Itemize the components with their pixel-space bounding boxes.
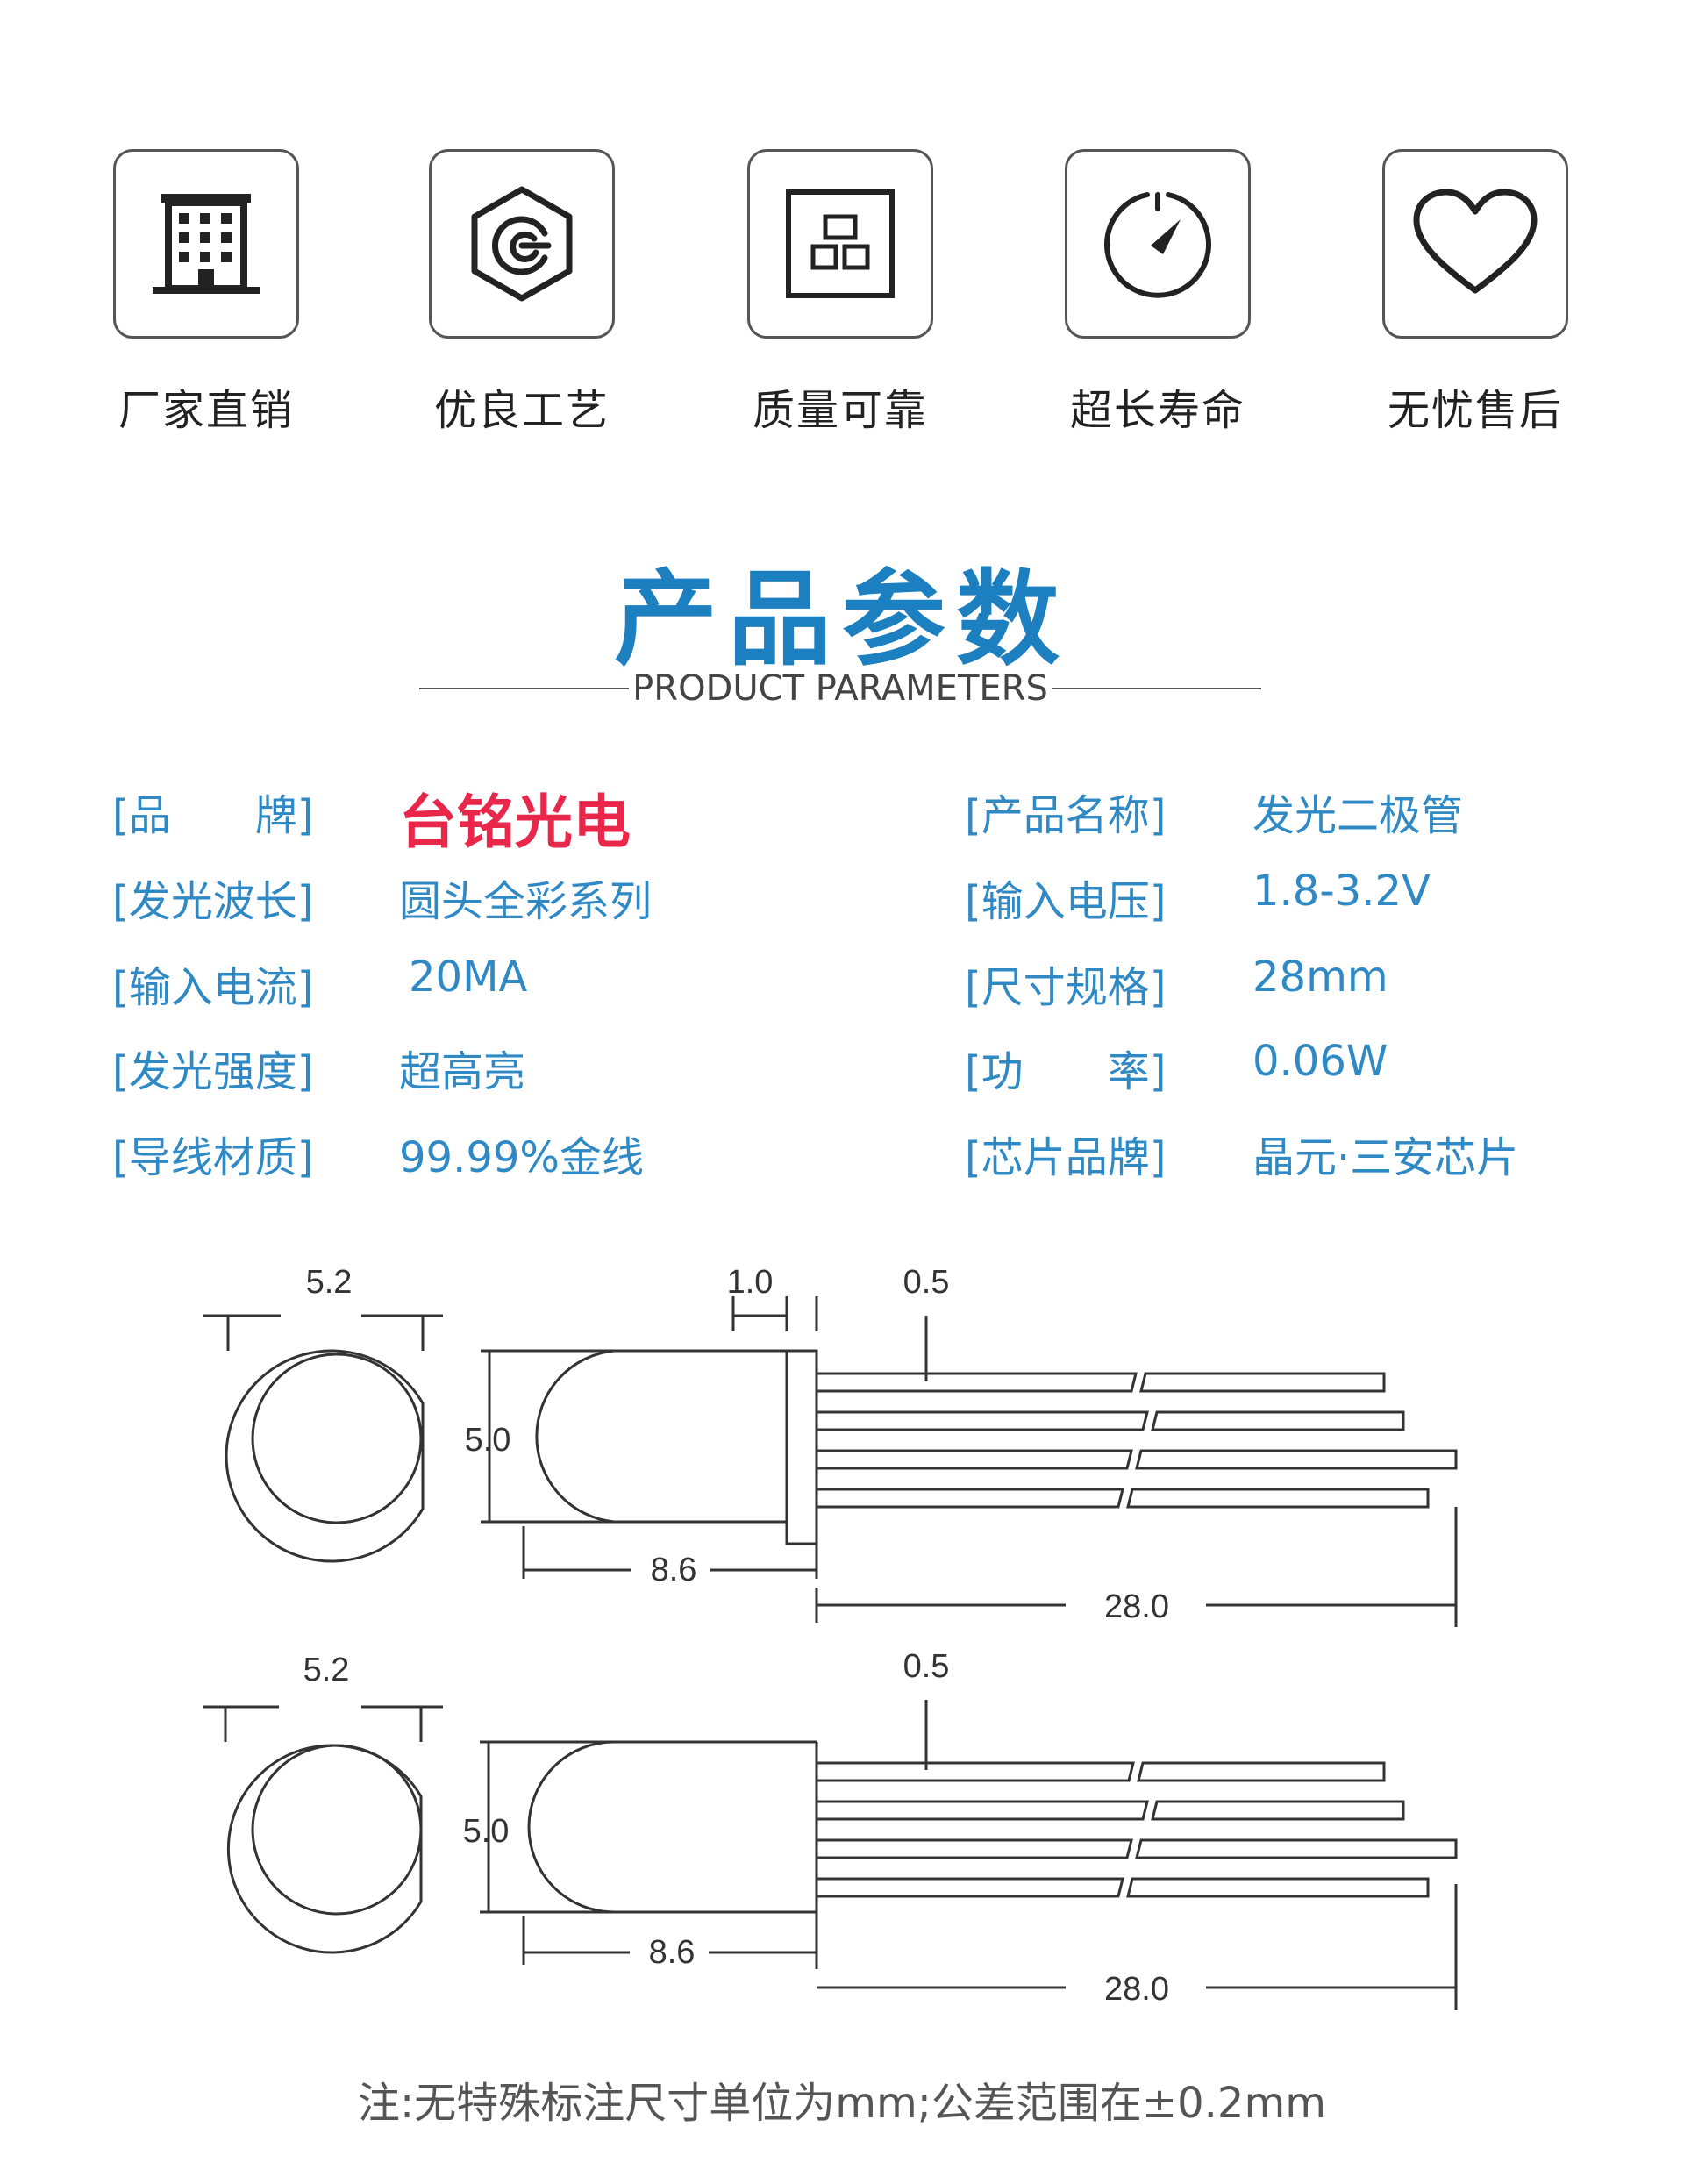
param-value: 超高亮 [399, 1047, 526, 1096]
led-front-view-2 [203, 1705, 443, 1954]
subtitle-text: PRODUCT PARAMETERS [632, 668, 1048, 709]
section-subtitle: PRODUCT PARAMETERS [419, 668, 1262, 709]
feature-label: 质量可靠 [752, 386, 928, 435]
feature-label: 优良工艺 [433, 386, 610, 435]
param-key: [品 牌] [112, 791, 314, 840]
dim-flange: 1.0 [727, 1264, 774, 1301]
param-key: [导线材质] [112, 1133, 314, 1182]
product-box-icon [786, 189, 895, 298]
dim-lead-width: 0.5 [903, 1264, 950, 1301]
feature-icon-box [113, 149, 299, 339]
feature-label: 无忧售后 [1387, 386, 1563, 435]
feature-icon-box [747, 149, 933, 339]
param-value-brand: 台铭光电 [399, 789, 631, 856]
dim-height: 5.0 [463, 1813, 510, 1850]
dim-body-length: 8.6 [651, 1552, 697, 1588]
footnote: 注:无特殊标注尺寸单位为mm;公差范围在±0.2mm [358, 2079, 1326, 2128]
param-value: 晶元·三安芯片 [1252, 1133, 1519, 1182]
param-value: 99.99%金线 [399, 1133, 645, 1182]
param-key: [产品名称] [965, 791, 1167, 840]
param-key: [功 率] [965, 1047, 1167, 1096]
feature-craftsmanship: 优良工艺 [425, 149, 618, 437]
dim-diameter: 5.2 [306, 1264, 353, 1301]
led-front-view-1 [203, 1314, 443, 1563]
dim-lead-length: 28.0 [1104, 1971, 1169, 2008]
led-side-view-1 [481, 1296, 1458, 1627]
param-key: [芯片品牌] [965, 1133, 1167, 1182]
building-icon [153, 194, 260, 294]
dim-lead-width: 0.5 [903, 1648, 950, 1685]
feature-long-life: 超长寿命 [1061, 149, 1254, 437]
feature-label: 厂家直销 [118, 386, 294, 435]
param-value: 发光二极管 [1252, 791, 1464, 840]
dim-body-length: 8.6 [649, 1934, 696, 1971]
param-value: 1.8-3.2V [1252, 867, 1431, 916]
subtitle-divider-right [1051, 688, 1262, 689]
param-value: 圆头全彩系列 [399, 877, 653, 926]
feature-icon-box [1065, 149, 1251, 339]
dim-lead-length: 28.0 [1104, 1588, 1169, 1625]
feature-icon-box [429, 149, 615, 339]
feature-quality: 质量可靠 [744, 149, 937, 437]
feature-after-sales: 无忧售后 [1379, 149, 1572, 437]
param-key: [发光强度] [112, 1047, 314, 1096]
hexagon-gauge-icon [471, 186, 573, 302]
heart-icon [1413, 189, 1538, 294]
feature-factory-direct: 厂家直销 [110, 149, 303, 437]
param-key: [输入电压] [965, 877, 1167, 926]
timer-icon [1104, 192, 1211, 298]
param-key: [发光波长] [112, 877, 314, 926]
param-key: [输入电流] [112, 963, 314, 1012]
dim-diameter: 5.2 [303, 1652, 350, 1688]
section-title: 产品参数 [613, 559, 1070, 680]
param-value: 20MA [409, 953, 528, 1002]
dim-height: 5.0 [465, 1422, 511, 1459]
param-value: 28mm [1252, 953, 1388, 1002]
led-side-view-2 [480, 1700, 1458, 2010]
subtitle-divider-left [419, 688, 630, 689]
feature-icon-box [1382, 149, 1568, 339]
param-key: [尺寸规格] [965, 963, 1167, 1012]
feature-label: 超长寿命 [1069, 386, 1245, 435]
param-value: 0.06W [1252, 1037, 1388, 1086]
